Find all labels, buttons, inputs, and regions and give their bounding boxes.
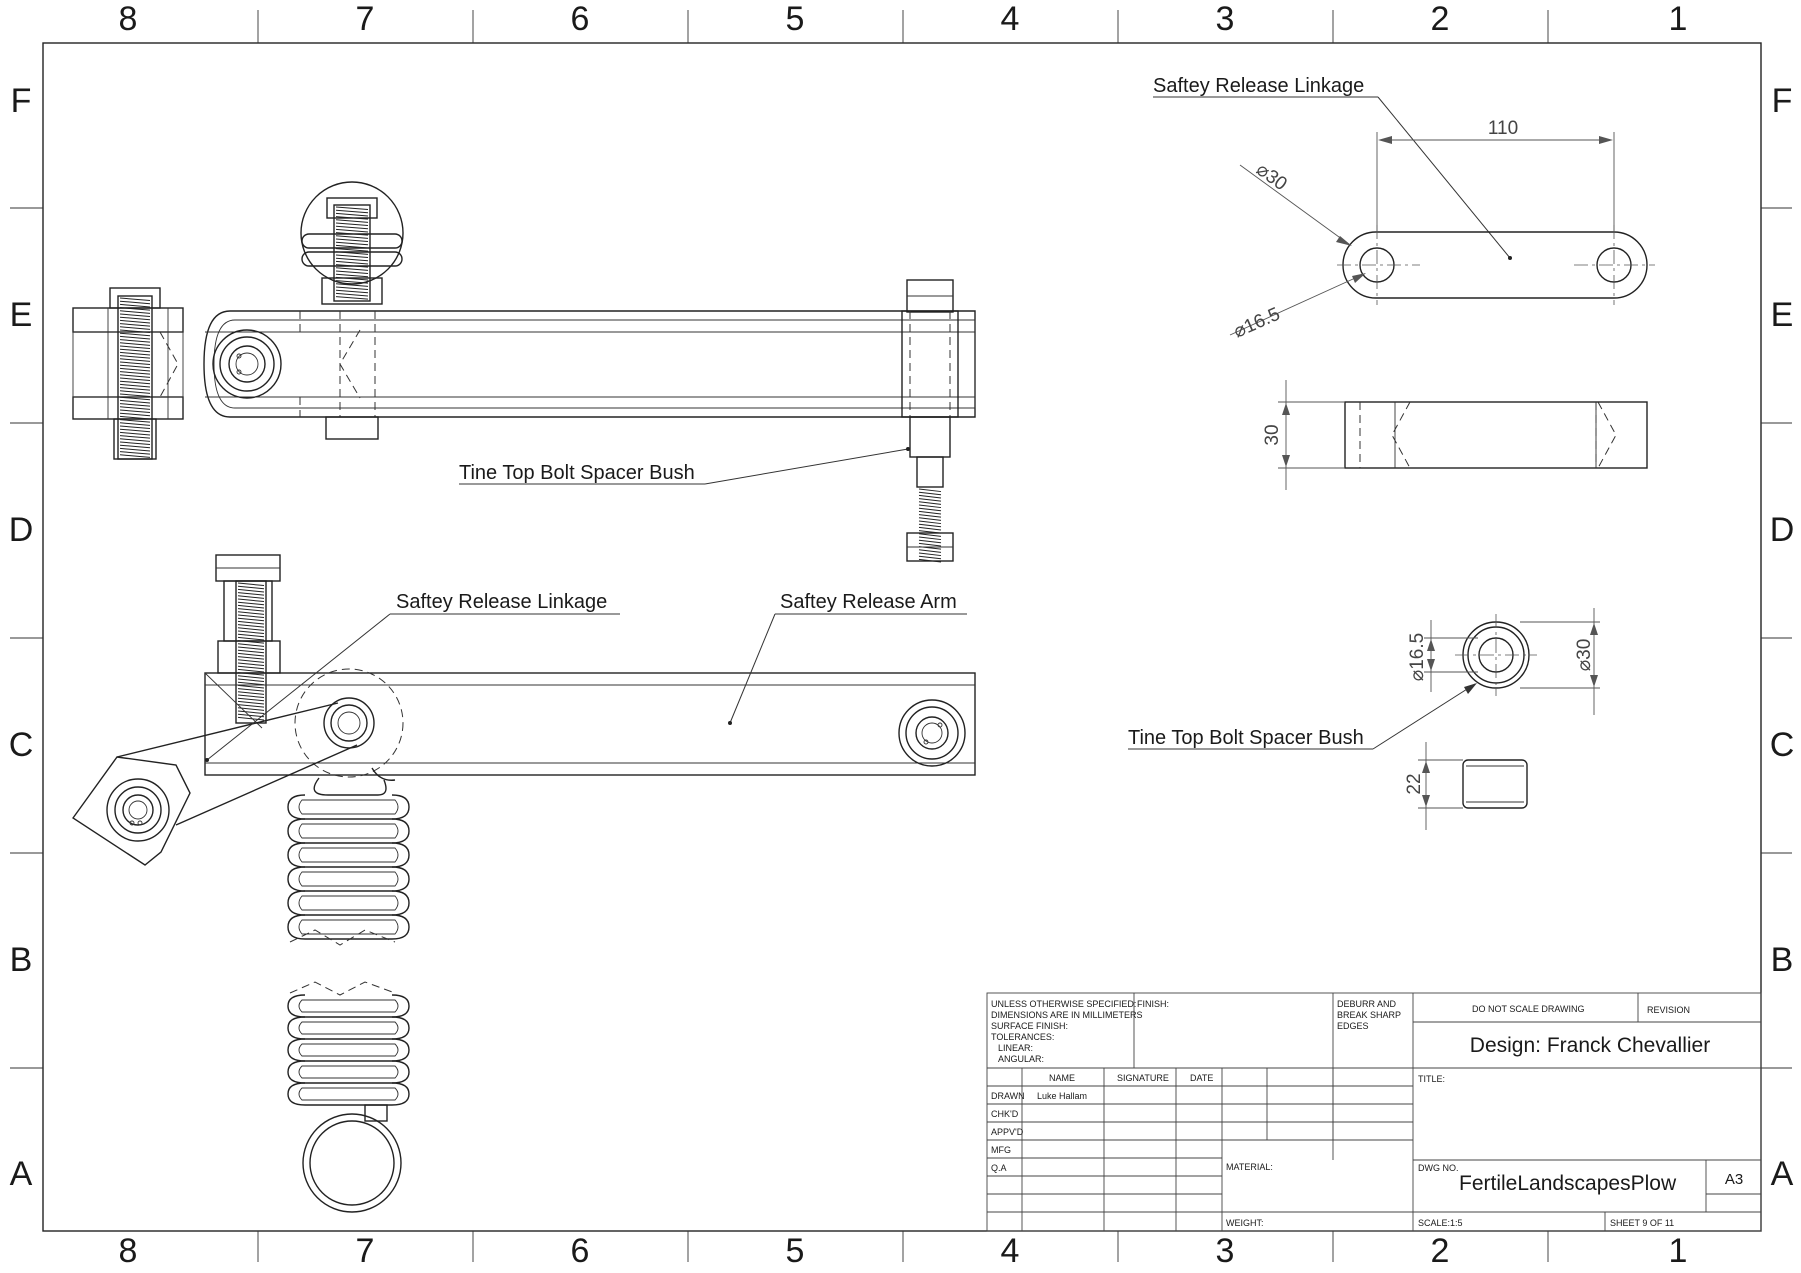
zone-row-e-left: E	[10, 296, 33, 334]
zone-col-1-bottom: 1	[1669, 1232, 1688, 1270]
label-linkage-title: Saftey Release Linkage	[1153, 75, 1364, 97]
tb-weight: WEIGHT:	[1226, 1218, 1264, 1228]
dim-bush-length: 22	[1404, 773, 1425, 794]
dim-linkage-outer-dia: ⌀30	[1252, 159, 1291, 195]
callout-arm: Saftey Release Arm	[728, 591, 967, 725]
tb-header-date: DATE	[1190, 1073, 1213, 1083]
label-top-bush: Tine Top Bolt Spacer Bush	[459, 462, 695, 484]
zone-col-6-top: 6	[571, 0, 590, 38]
tb-finish: FINISH:	[1137, 999, 1169, 1009]
tb-do-not-scale: DO NOT SCALE DRAWING	[1472, 1004, 1585, 1014]
detail-linkage-side: 30	[1262, 380, 1648, 490]
label-side-linkage: Saftey Release Linkage	[396, 591, 607, 613]
tb-header-name: NAME	[1049, 1073, 1075, 1083]
zone-row-b-right: B	[1771, 941, 1794, 979]
tb-row-approved: APPV'D	[991, 1127, 1024, 1137]
zone-col-3-top: 3	[1216, 0, 1235, 38]
detail-linkage-plan: Saftey Release Linkage 110 ⌀30 ⌀16.5	[1153, 75, 1655, 343]
right-bolt-thread	[918, 488, 942, 563]
tb-design: Design: Franck Chevallier	[1470, 1034, 1710, 1057]
zone-row-f-left: F	[11, 82, 32, 120]
tb-spec-line-4: TOLERANCES:	[991, 1032, 1054, 1042]
tb-revision: REVISION	[1647, 1005, 1690, 1015]
zone-col-7-top: 7	[356, 0, 375, 38]
dim-bush-outer-dia: ⌀30	[1574, 639, 1595, 672]
detail-bush-end: ⌀16.5 ⌀30	[1407, 608, 1600, 715]
dim-linkage-hole-dia: ⌀16.5	[1230, 304, 1283, 343]
assembly-top-view	[72, 181, 976, 563]
zone-col-5-bottom: 5	[786, 1232, 805, 1270]
tb-row-mfg: MFG	[991, 1145, 1011, 1155]
zone-col-1-top: 1	[1669, 0, 1688, 38]
zone-col-8-top: 8	[119, 0, 138, 38]
sheet-border	[10, 10, 1792, 1262]
zone-row-a-right: A	[1771, 1155, 1794, 1193]
dim-linkage-thickness: 30	[1262, 424, 1283, 445]
tb-spec-line-3: SURFACE FINISH:	[991, 1021, 1068, 1031]
label-bush-detail: Tine Top Bolt Spacer Bush	[1128, 727, 1364, 749]
tb-material: MATERIAL:	[1226, 1162, 1273, 1172]
left-bolt-thread	[119, 297, 151, 458]
tb-title-label: TITLE:	[1418, 1074, 1445, 1084]
zone-row-e-right: E	[1771, 296, 1794, 334]
centre-bolt-thread	[335, 206, 369, 300]
dim-linkage-length: 110	[1488, 118, 1518, 139]
zone-col-6-bottom: 6	[571, 1232, 590, 1270]
callout-bush-detail: Tine Top Bolt Spacer Bush	[1128, 683, 1477, 750]
zone-col-3-bottom: 3	[1216, 1232, 1235, 1270]
zone-col-7-bottom: 7	[356, 1232, 375, 1270]
callout-side-linkage: Saftey Release Linkage	[205, 591, 620, 762]
tb-drawn-name: Luke Hallam	[1037, 1091, 1087, 1101]
zone-row-b-left: B	[10, 941, 33, 979]
upright-bolt-thread	[237, 582, 265, 721]
zone-row-a-left: A	[10, 1155, 33, 1193]
tb-row-qa: Q.A	[991, 1163, 1007, 1173]
title-block: UNLESS OTHERWISE SPECIFIED: DIMENSIONS A…	[986, 992, 1762, 1232]
tb-size: A3	[1725, 1171, 1743, 1188]
tb-spec-line-2: DIMENSIONS ARE IN MILLIMETERS	[991, 1010, 1143, 1020]
tb-deburr-3: EDGES	[1337, 1021, 1369, 1031]
zone-row-f-right: F	[1772, 82, 1793, 120]
tb-scale: SCALE:1:5	[1418, 1218, 1463, 1228]
callout-top-bush: Tine Top Bolt Spacer Bush	[459, 447, 910, 485]
tb-spec-line-5: LINEAR:	[998, 1043, 1033, 1053]
tb-spec-line-1: UNLESS OTHERWISE SPECIFIED:	[991, 999, 1136, 1009]
spring-coils-lower	[287, 994, 410, 1106]
zone-row-c-left: C	[9, 726, 34, 764]
tb-row-drawn: DRAWN	[991, 1091, 1025, 1101]
zone-col-4-top: 4	[1001, 0, 1020, 38]
zone-row-d-right: D	[1770, 511, 1795, 549]
zone-col-4-bottom: 4	[1001, 1232, 1020, 1270]
spring-coils-upper	[287, 794, 410, 940]
zone-row-c-right: C	[1770, 726, 1795, 764]
zone-row-d-left: D	[9, 511, 34, 549]
zone-col-2-bottom: 2	[1431, 1232, 1450, 1270]
detail-bush-side: 22	[1404, 742, 1528, 830]
tb-row-checked: CHK'D	[991, 1109, 1019, 1119]
tb-header-signature: SIGNATURE	[1117, 1073, 1169, 1083]
label-arm: Saftey Release Arm	[780, 591, 957, 613]
zone-col-5-top: 5	[786, 0, 805, 38]
zone-col-2-top: 2	[1431, 0, 1450, 38]
tb-deburr-1: DEBURR AND	[1337, 999, 1397, 1009]
zone-labels: 8 7 6 5 4 3 2 1 8 7 6 5 4 3 2 1 F E D C …	[9, 0, 1795, 1270]
assembly-side-view	[72, 554, 976, 1213]
dim-bush-hole-dia: ⌀16.5	[1407, 633, 1428, 681]
zone-col-8-bottom: 8	[119, 1232, 138, 1270]
tb-sheet: SHEET 9 OF 11	[1610, 1218, 1674, 1228]
tb-dwg-no-label: DWG NO.	[1418, 1163, 1459, 1173]
tb-spec-line-6: ANGULAR:	[998, 1054, 1044, 1064]
tb-deburr-2: BREAK SHARP	[1337, 1010, 1401, 1020]
tb-dwg-no: FertileLandscapesPlow	[1459, 1172, 1677, 1195]
